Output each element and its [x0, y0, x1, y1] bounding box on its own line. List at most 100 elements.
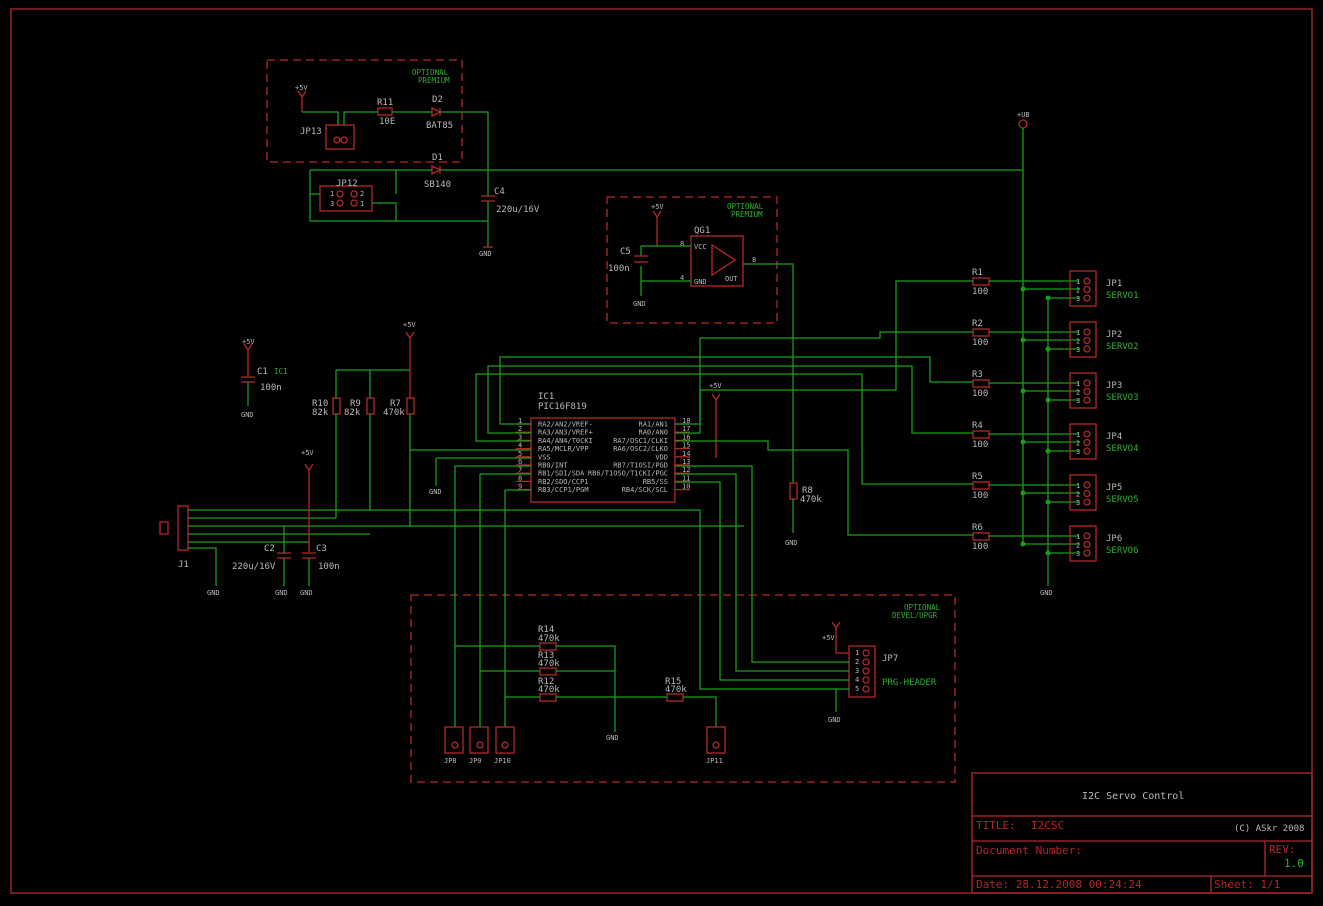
servo-resistor	[972, 328, 990, 337]
svg-text:5: 5	[855, 685, 859, 693]
servo-pin-num: 3	[1076, 448, 1080, 456]
qg1-oscillator	[690, 235, 744, 287]
c2-label: C2	[264, 544, 275, 554]
d1-diode	[431, 164, 442, 176]
c5-value: 100n	[608, 264, 630, 274]
servo-connector	[1069, 372, 1097, 409]
servo-name: SERVO4	[1106, 444, 1139, 454]
gnd-label-vss: GND	[429, 488, 442, 496]
ic1-pin-num-left: 5	[518, 450, 522, 458]
r14-label: R14	[538, 625, 554, 635]
servo-pin-num: 1	[1076, 278, 1080, 286]
servo-pin-num: 1	[1076, 482, 1080, 490]
d2-value: BAT85	[426, 121, 453, 131]
svg-text:8: 8	[680, 240, 684, 248]
svg-text:4: 4	[855, 676, 859, 684]
ic1-pin-num-left: 9	[518, 483, 522, 491]
j1-label: J1	[178, 560, 189, 570]
ic1-pin-num-right: 10	[682, 483, 690, 491]
servo-pin-num: 2	[1076, 491, 1080, 499]
servo-resistor-label: R4	[972, 421, 983, 431]
r8-resistor	[789, 482, 798, 500]
servo-pin-num: 2	[1076, 338, 1080, 346]
servo-pin-num: 2	[1076, 389, 1080, 397]
svg-text:1: 1	[855, 649, 859, 657]
ic1-pic16f819	[530, 417, 676, 503]
ic1-pin-name-left: RA5/MCLR/VPP	[538, 445, 589, 453]
jp10-connector	[495, 726, 515, 754]
svg-text:4: 4	[680, 274, 684, 282]
r7-resistor	[406, 397, 415, 415]
jp9-connector	[469, 726, 489, 754]
ic1-pin-name-left: RB2/SDO/CCP1	[538, 478, 589, 486]
qg1-gnd: GND	[694, 278, 707, 286]
servo-pin-num: 3	[1076, 397, 1080, 405]
servo-pin-num: 1	[1076, 533, 1080, 541]
servo-resistor	[972, 430, 990, 439]
c1-capacitor	[241, 376, 255, 383]
ic1-pin-num-right: 13	[682, 458, 690, 466]
ic1-pin-name-right: RA6/OSC2/CLKO	[613, 445, 668, 453]
jp8-connector	[444, 726, 464, 754]
copyright: (C) ASkr 2008	[1234, 824, 1304, 834]
gnd-label-c5: GND	[633, 300, 646, 308]
d2-label: D2	[432, 95, 443, 105]
ic1-pin-name-right: VDD	[655, 453, 668, 461]
c4-label: C4	[494, 187, 505, 197]
sheet-field: Sheet: 1/1	[1214, 878, 1280, 891]
r8-label: R8	[802, 486, 813, 496]
title-label: TITLE:	[976, 819, 1016, 832]
ic1-pin-name-left: RB0/INT	[538, 462, 568, 470]
servo-jp-label: JP2	[1106, 330, 1122, 340]
r9-value: 82k	[344, 408, 361, 418]
sheet-frame	[10, 8, 1313, 894]
servo-channels: R1100123JP1SERVO1R2100123JP2SERVO2R31001…	[972, 268, 1139, 562]
r8-value: 470k	[800, 495, 822, 505]
ic1-pin-name-right: RA0/AN0	[638, 429, 668, 437]
servo-resistor-label: R6	[972, 523, 983, 533]
optional-block-top	[266, 59, 463, 163]
j1-connector	[177, 505, 189, 551]
ic1-pin-name-right: RB4/SCK/SCL	[622, 486, 668, 494]
ic1-pin-name-right: RB6/T1OSO/T1CKI/PGC	[588, 470, 668, 478]
r9-label: R9	[350, 399, 361, 409]
p5v-label-jp7: +5V	[822, 634, 835, 642]
r13-label: R13	[538, 651, 554, 661]
servo-pin-num: 3	[1076, 550, 1080, 558]
svg-text:8: 8	[752, 256, 756, 264]
servo-name: SERVO5	[1106, 495, 1139, 505]
p5v-label-r7: +5V	[403, 321, 416, 329]
c2-capacitor	[277, 552, 291, 559]
servo-resistor-label: R1	[972, 268, 983, 278]
servo-resistor	[972, 277, 990, 286]
gnd-label-c2: GND	[275, 589, 288, 597]
jp8-label: JP8	[444, 757, 457, 765]
c1-value: 100n	[260, 383, 282, 393]
optional-block-osc	[606, 196, 778, 324]
servo-jp-label: JP5	[1106, 483, 1122, 493]
r13-resistor	[539, 667, 557, 676]
ic1-pin-name-left: VSS	[538, 453, 551, 461]
svg-text:2: 2	[360, 190, 364, 198]
servo-jp-label: JP1	[1106, 279, 1122, 289]
r10-value: 82k	[312, 408, 329, 418]
gnd-label-c3: GND	[300, 589, 313, 597]
r13-value: 470k	[538, 659, 560, 669]
servo-resistor	[972, 379, 990, 388]
servo-pin-num: 3	[1076, 499, 1080, 507]
servo-connector	[1069, 423, 1097, 460]
optional-label-1: OPTIONAL	[412, 68, 449, 77]
ic1-pin-num-right: 15	[682, 442, 690, 450]
ic1-pin-num-left: 7	[518, 466, 522, 474]
ic1-pin-num-left: 2	[518, 425, 522, 433]
title-block	[971, 772, 1313, 894]
r14-value: 470k	[538, 634, 560, 644]
p5v-label-1: +5V	[295, 84, 308, 92]
devel-label: DEVEL/UPGR	[892, 611, 938, 620]
ic1-pin-name-right: RB5/SS	[643, 478, 668, 486]
servo-name: SERVO3	[1106, 393, 1139, 403]
gnd-label-c4: GND	[479, 250, 492, 258]
servo-jp-label: JP6	[1106, 534, 1122, 544]
svg-text:3: 3	[330, 200, 334, 208]
